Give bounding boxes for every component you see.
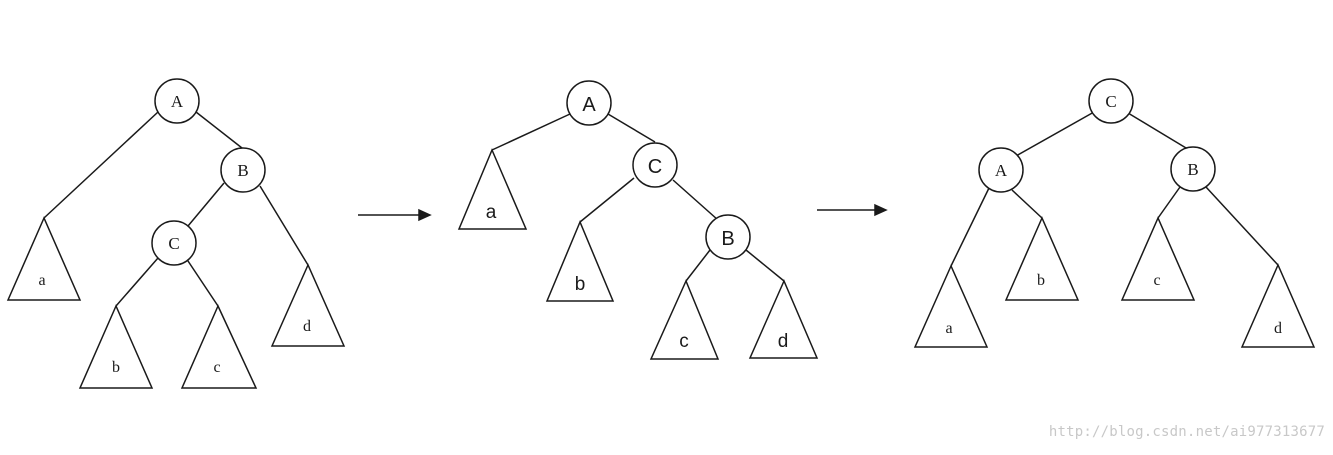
node-C <box>1088 78 1134 124</box>
subtree-a-label: a <box>945 320 952 337</box>
edge-C-B <box>672 179 719 221</box>
subtree-c-label: c <box>1153 272 1160 289</box>
arrowhead-icon <box>874 203 888 217</box>
edge-C-A <box>1015 111 1095 157</box>
edge-B-C <box>187 182 225 227</box>
edge-C-c <box>185 257 219 307</box>
edge-A-C <box>607 113 656 143</box>
node-A-label: A <box>995 161 1008 180</box>
edge-A-a <box>491 113 571 151</box>
subtree-b <box>78 304 154 389</box>
node-A-label: A <box>171 92 184 111</box>
subtree-c-label: c <box>679 331 689 352</box>
node-A <box>978 147 1024 193</box>
edge-C-b <box>115 257 159 307</box>
subtree-a-label: a <box>486 202 497 223</box>
edge-B-d <box>745 249 785 282</box>
arrow-step-1 <box>358 208 432 222</box>
node-C-label: C <box>1105 92 1116 111</box>
subtree-c <box>649 279 720 360</box>
subtree-a <box>457 148 528 230</box>
subtree-b-label: b <box>575 274 586 295</box>
edge-B-d <box>1205 186 1279 266</box>
subtree-d <box>1240 263 1316 348</box>
node-C <box>151 220 197 266</box>
node-C <box>632 142 678 188</box>
node-B <box>705 214 751 260</box>
subtree-a <box>913 264 989 348</box>
watermark-url: http://blog.csdn.net/ai977313677 <box>1048 424 1325 440</box>
subtree-d-label: d <box>1274 320 1282 337</box>
edge-B-d <box>259 185 309 266</box>
edge-C-B <box>1127 112 1197 155</box>
subtree-c <box>180 304 258 389</box>
node-B-label: B <box>1187 160 1198 179</box>
edge-A-B <box>195 111 243 149</box>
edge-B-c <box>1157 186 1181 219</box>
edge-A-b <box>1011 189 1043 219</box>
node-B-label: B <box>237 161 248 180</box>
subtree-b-label: b <box>1037 272 1045 289</box>
node-C-label: C <box>168 234 179 253</box>
node-A <box>154 78 200 124</box>
edge-C-b <box>579 177 635 223</box>
subtree-c-label: c <box>213 359 220 376</box>
subtree-a <box>6 216 82 301</box>
subtree-b <box>1004 216 1080 301</box>
arrow-step-2 <box>817 203 888 217</box>
edge-A-a <box>43 111 159 219</box>
subtree-c <box>1120 216 1196 301</box>
tree-after-second-rotation: C A B a b c d <box>913 78 1316 348</box>
node-B <box>220 147 266 193</box>
node-A-label: A <box>582 94 596 116</box>
subtree-d-label: d <box>778 331 789 352</box>
subtree-d <box>748 279 819 359</box>
subtree-a-label: a <box>38 272 45 289</box>
tree-original: A B C a b c d <box>6 78 346 389</box>
subtree-b-label: b <box>112 359 120 376</box>
node-B <box>1170 146 1216 192</box>
node-B-label: B <box>721 228 734 250</box>
subtree-d-label: d <box>303 318 311 335</box>
edge-B-c <box>685 249 711 282</box>
tree-after-first-rotation: A C B a b c d <box>457 80 819 360</box>
node-A <box>566 80 612 126</box>
subtree-d <box>270 263 346 347</box>
arrowhead-icon <box>418 208 432 222</box>
edge-A-a <box>950 187 990 267</box>
subtree-b <box>545 220 615 302</box>
node-C-label: C <box>648 156 662 178</box>
